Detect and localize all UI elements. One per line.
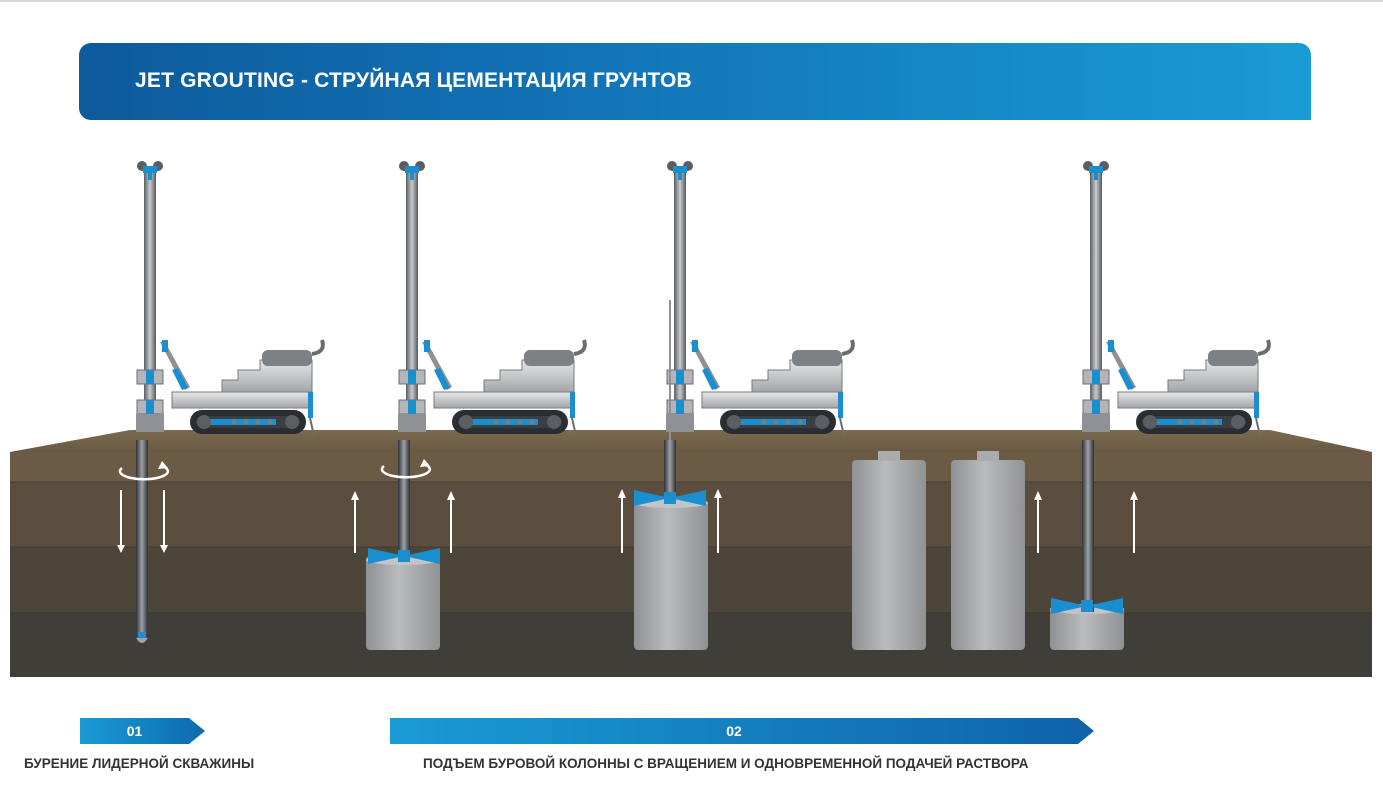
stage-1-drilling	[117, 159, 325, 643]
step-1-arrow: 01	[80, 718, 205, 744]
soilcrete-column-icon	[634, 500, 708, 650]
up-arrow-icon	[351, 491, 455, 553]
top-divider	[0, 0, 1383, 2]
up-arrow-icon	[1034, 491, 1138, 553]
step-2-caption: ПОДЪЕМ БУРОВОЙ КОЛОННЫ С ВРАЩЕНИЕМ И ОДН…	[423, 756, 1029, 771]
down-arrow-icon	[117, 490, 168, 553]
step-1-caption: БУРЕНИЕ ЛИДЕРНОЙ СКВАЖИНЫ	[24, 756, 255, 771]
up-arrow-icon	[618, 489, 722, 553]
jet-nozzle-icon	[1051, 598, 1123, 614]
jet-nozzle-icon	[368, 548, 440, 564]
finished-columns	[852, 451, 1025, 650]
drilling-rig-icon	[664, 159, 855, 438]
drilling-rig-icon	[1080, 159, 1271, 438]
soilcrete-column-icon	[366, 556, 440, 650]
soilcrete-column-icon	[852, 460, 926, 650]
soilcrete-column-icon	[1050, 606, 1124, 650]
stage-4-lifting	[1034, 159, 1271, 650]
title-banner: JET GROUTING - СТРУЙНАЯ ЦЕМЕНТАЦИЯ ГРУНТ…	[79, 43, 1311, 120]
step-2-arrow: 02	[390, 718, 1094, 744]
page-title: JET GROUTING - СТРУЙНАЯ ЦЕМЕНТАЦИЯ ГРУНТ…	[135, 69, 692, 92]
step-2-number: 02	[726, 723, 742, 739]
step-1-number: 01	[126, 723, 143, 739]
stage-3-lifting	[618, 159, 855, 650]
drilling-rig-icon	[134, 159, 325, 438]
soilcrete-column-icon	[951, 460, 1025, 650]
stage-2-lifting	[351, 159, 587, 650]
drilling-rig-icon	[396, 159, 587, 438]
